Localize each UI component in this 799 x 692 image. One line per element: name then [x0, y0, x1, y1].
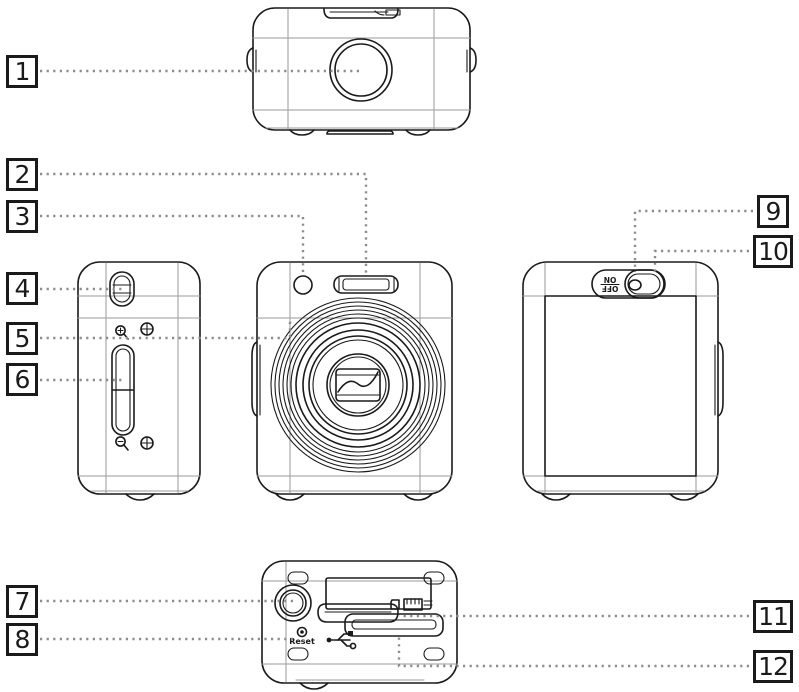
usb-icon: [326, 631, 357, 650]
callout-9[interactable]: 9: [757, 195, 789, 228]
microsd-slot: [344, 613, 444, 637]
power-switch: OFF ON: [591, 269, 666, 299]
leader-lines: [40, 69, 753, 668]
callout-5[interactable]: 5: [6, 322, 38, 355]
callout-3[interactable]: 3: [6, 200, 38, 233]
lens-assembly: [270, 297, 446, 473]
leader-2: [40, 172, 368, 276]
microsd-card-icon: [390, 598, 433, 611]
callout-1[interactable]: 1: [6, 55, 38, 88]
back-view: OFF ON: [522, 261, 724, 501]
svg-text:Reset: Reset: [289, 637, 315, 646]
svg-text:ON: ON: [604, 275, 617, 284]
leader-3: [40, 214, 305, 276]
callout-2[interactable]: 2: [6, 158, 38, 191]
top-view: [246, 7, 477, 136]
reset-button: Reset: [289, 626, 315, 646]
screw-bottom: [140, 436, 154, 450]
svg-text:OFF: OFF: [602, 284, 619, 293]
usb-port: [317, 603, 399, 623]
flash-bar: [333, 275, 399, 294]
callout-11[interactable]: 11: [753, 600, 793, 633]
leader-9: [633, 209, 753, 272]
leader-12: [397, 636, 749, 668]
bottom-view: Reset: [261, 560, 458, 690]
callout-4[interactable]: 4: [6, 272, 38, 305]
callout-7[interactable]: 7: [6, 585, 38, 618]
left-side-view: [77, 261, 201, 501]
callout-6[interactable]: 6: [6, 363, 38, 396]
screw-top: [140, 322, 154, 336]
callout-8[interactable]: 8: [6, 623, 38, 656]
callout-10[interactable]: 10: [753, 235, 793, 268]
zoom-out-icon: [115, 436, 129, 451]
tripod-socket: [274, 584, 312, 622]
front-view: [251, 261, 453, 501]
callout-12[interactable]: 12: [753, 650, 793, 683]
leader-10: [653, 249, 749, 274]
